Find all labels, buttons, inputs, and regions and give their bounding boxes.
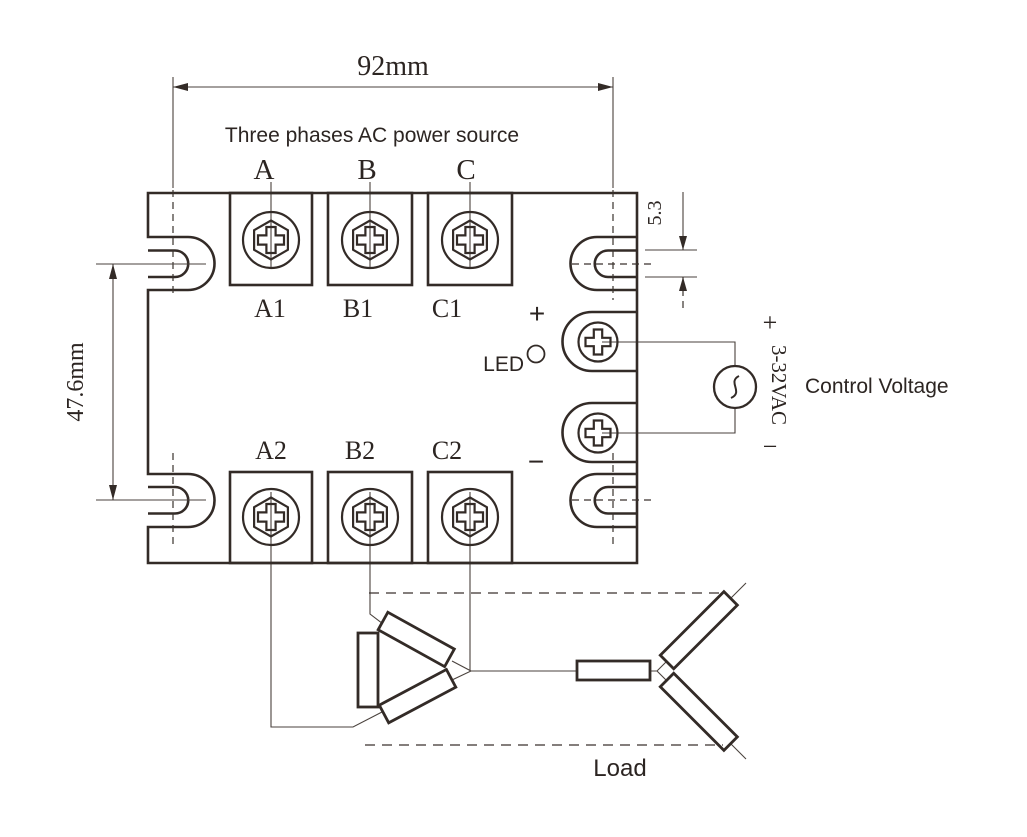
phase-c-label: C bbox=[456, 154, 475, 186]
source-minus-label: − bbox=[763, 432, 778, 461]
control-wires bbox=[602, 341, 736, 434]
relay-body bbox=[146, 191, 639, 565]
centerlines bbox=[172, 190, 656, 548]
control-minus-label: − bbox=[528, 446, 544, 477]
phase-b-label: B bbox=[357, 154, 376, 186]
led-indicator bbox=[526, 344, 546, 364]
phase-input-wires bbox=[270, 182, 471, 268]
phase-a-label: A bbox=[254, 154, 275, 186]
dim-5-3-label: 5.3 bbox=[644, 201, 666, 226]
dim-47-6mm-label: 47.6mm bbox=[63, 342, 89, 422]
terminal-a2-label: A2 bbox=[255, 436, 287, 465]
mounting-slot-bottom-right bbox=[593, 485, 637, 515]
control-plus-label: + bbox=[529, 298, 545, 329]
load-wires bbox=[270, 492, 747, 760]
dim-slot-5-3 bbox=[645, 192, 697, 312]
terminal-b2-label: B2 bbox=[345, 436, 375, 465]
led-label: LED bbox=[483, 353, 524, 376]
mounting-slot-bottom-right-outer bbox=[569, 472, 637, 529]
ac-source-symbol bbox=[712, 364, 758, 410]
dim-height-47-6mm bbox=[96, 263, 206, 501]
source-plus-label: + bbox=[763, 308, 778, 337]
control-terminal-plus bbox=[561, 310, 637, 373]
terminal-c1-label: C1 bbox=[432, 294, 462, 323]
mounting-slot-top-right-outer bbox=[569, 235, 637, 292]
mounting-slot-top-right bbox=[593, 249, 637, 279]
control-terminal-minus bbox=[561, 401, 637, 464]
load-label: Load bbox=[593, 755, 646, 782]
terminal-c2-label: C2 bbox=[432, 436, 462, 465]
delta-load bbox=[356, 610, 458, 725]
wye-load bbox=[575, 589, 740, 753]
dim-92mm-label: 92mm bbox=[357, 51, 429, 82]
control-voltage-label: Control Voltage bbox=[805, 375, 949, 398]
terminal-b1-label: B1 bbox=[343, 294, 373, 323]
power-terminal-boxes bbox=[228, 191, 514, 565]
dim-width-92mm bbox=[172, 77, 614, 188]
control-range-label: 3-32VAC bbox=[767, 345, 791, 425]
power-source-title: Three phases AC power source bbox=[225, 124, 519, 147]
terminal-a1-label: A1 bbox=[254, 294, 286, 323]
